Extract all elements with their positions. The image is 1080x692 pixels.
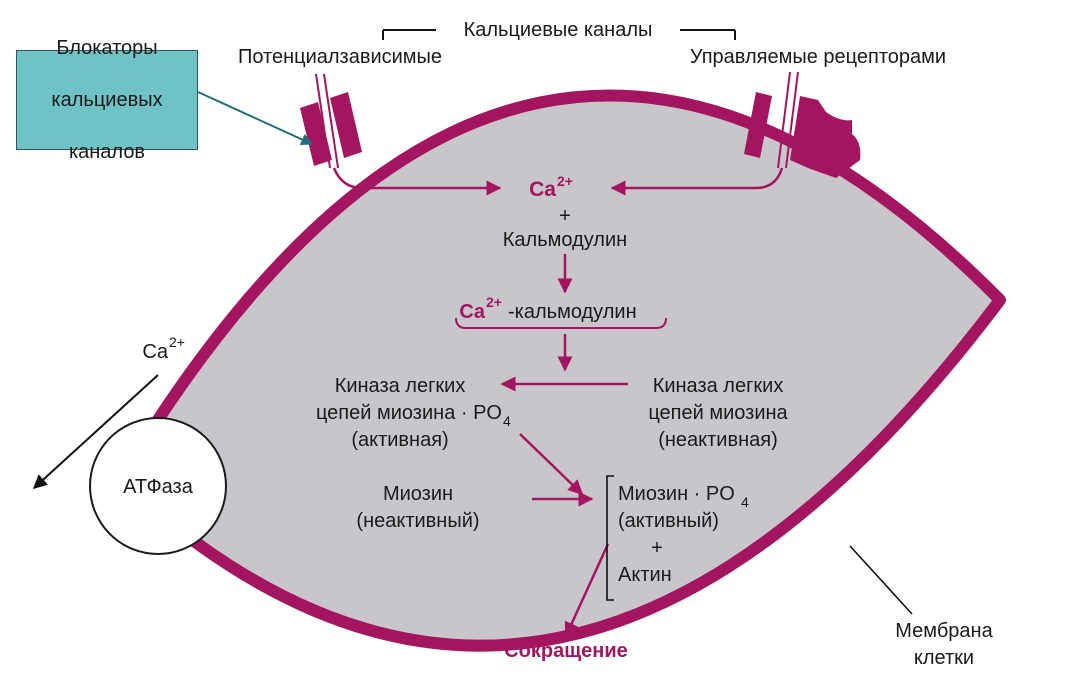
blocker-label-line3: каналов [51,139,162,165]
receptor-operated-label: Управляемые рецепторами [690,46,946,68]
myosin-active-line1: Миозин · PO [618,483,735,505]
kinase-active-line1: Киназа легких [335,375,466,397]
actin-plus: + [651,537,663,559]
membrane-pointer [850,546,912,614]
kinase-inactive-line3: (неактивная) [658,429,778,451]
kinase-active-line3: (активная) [351,429,448,451]
actin-label: Актин [618,564,672,586]
atpase-label: АТФаза [123,476,194,498]
ca-calmodulin-suffix: -кальмодулин [508,301,637,323]
efflux-calcium-charge: 2+ [169,334,185,350]
plus-sign: + [559,205,571,227]
calcium-ion-charge: 2+ [557,173,573,189]
kinase-inactive-line1: Киназа легких [653,375,784,397]
blocker-label-line1: Блокаторы [51,35,162,61]
voltage-dependent-channel [300,74,362,168]
membrane-label-line1: Мембрана [895,620,993,642]
myosin-inactive-line1: Миозин [383,483,453,505]
membrane-label-line2: клетки [914,647,974,669]
kinase-active-subscript: 4 [503,413,511,429]
kinase-active-line2: цепей миозина · PO [316,402,502,424]
myosin-inactive-line2: (неактивный) [356,510,479,532]
calcium-ion-label: Ca [529,178,556,201]
calcium-channels-label: Кальциевые каналы [464,19,653,41]
contraction-label: Сокращение [504,640,628,662]
efflux-calcium-label: Ca [142,341,168,363]
blocker-arrow [198,92,312,144]
ca-calmodulin-ca: Ca [459,301,485,323]
voltage-dependent-label: Потенциалзависимые [238,46,442,68]
calcium-channel-blockers-box: Блокаторы кальциевых каналов [16,50,198,150]
myosin-active-subscript: 4 [741,494,749,510]
myosin-active-line2: (активный) [618,510,719,532]
calmodulin-label: Кальмодулин [503,229,627,251]
blocker-label-line2: кальциевых [51,87,162,113]
ca-calmodulin-charge: 2+ [486,294,502,310]
kinase-inactive-line2: цепей миозина [648,402,788,424]
